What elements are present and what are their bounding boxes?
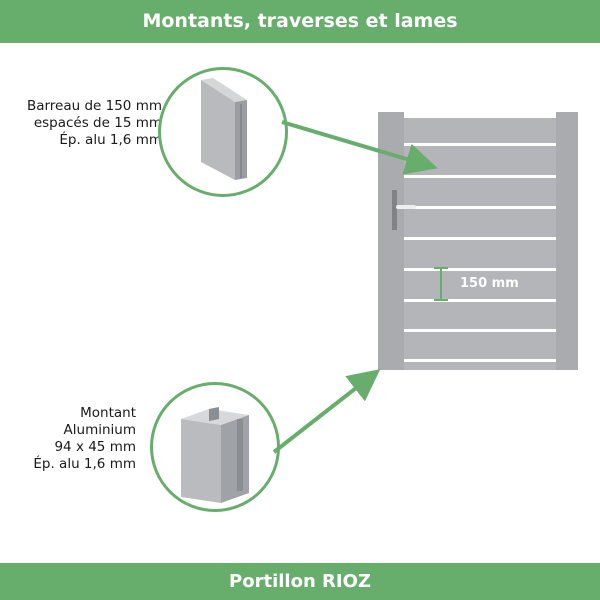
slat-gap [404, 237, 556, 240]
slat-gaps [404, 143, 556, 362]
slat-gap [404, 143, 556, 146]
slat-callout-line: Barreau de 150 mm [26, 98, 162, 114]
post-callout-line: Montant [80, 405, 136, 421]
post-callout-label: Montant Aluminium 94 x 45 mm Ép. alu 1,6… [0, 405, 136, 473]
post-callout-line: Ép. alu 1,6 mm [33, 456, 136, 472]
header-banner: Montants, traverses et lames [0, 0, 600, 43]
slat-callout-line: Ép. alu 1,6 mm [59, 132, 162, 148]
slat-callout-line: espacés de 15 mm [33, 115, 162, 131]
post-callout-arrow [272, 369, 381, 454]
slat-callout-label: Barreau de 150 mm espacés de 15 mm Ép. a… [0, 98, 162, 149]
slat-gap [404, 359, 556, 362]
slat-gap [404, 268, 556, 271]
gate-lock [392, 190, 397, 230]
gate-right-post [556, 112, 578, 370]
post-profile-icon [150, 382, 280, 512]
post-callout-line: Aluminium [63, 422, 136, 438]
dimension-label: 150 mm [460, 276, 519, 291]
gate-handle [396, 205, 416, 209]
post-callout-line: 94 x 45 mm [54, 439, 136, 455]
slat-gap [404, 329, 556, 332]
slat-gap [404, 206, 556, 209]
slat-gap [404, 299, 556, 302]
footer-title: Portillon RIOZ [229, 571, 371, 592]
footer-banner: Portillon RIOZ [0, 563, 600, 600]
slat-callout-arrow [281, 120, 438, 175]
gate-panel [404, 118, 556, 370]
slat-profile-icon [158, 67, 288, 197]
header-title: Montants, traverses et lames [142, 10, 458, 32]
slat-gap [404, 175, 556, 178]
